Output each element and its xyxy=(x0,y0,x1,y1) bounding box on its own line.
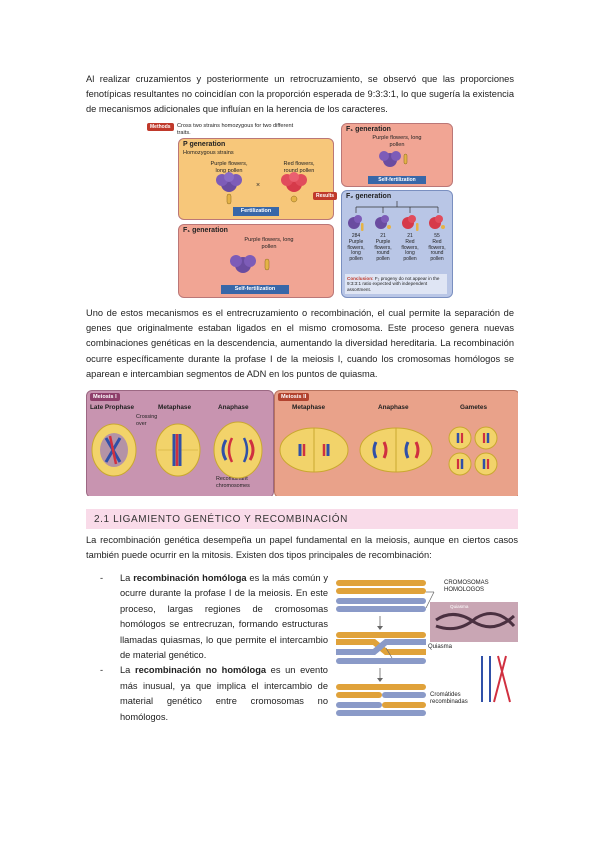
quiasma-label: Quiasma xyxy=(428,644,453,650)
purple-flower-icon xyxy=(375,215,389,229)
f1-generation-box-left: F₁ generation Purple flowers, long polle… xyxy=(178,224,334,298)
conclusion-text: F₂ progeny do not appear in the 9:3:3:1 … xyxy=(347,276,440,292)
meiosis-cells-art xyxy=(91,421,498,479)
crossing-over-label: Crossing over xyxy=(136,414,158,427)
list-item: -La recombinación no homóloga es un even… xyxy=(100,665,328,722)
purple-flower-icon xyxy=(379,151,401,167)
f1-title-left: F₁ generation xyxy=(183,227,228,234)
anaphase-1-label: Anaphase xyxy=(218,404,249,411)
metaphase-2-label: Metaphase xyxy=(292,404,326,411)
p-left-label: Purple flowers, long pollen xyxy=(210,161,248,174)
chromosome-bars-art xyxy=(336,580,518,716)
meiosis-1-tag: Meiosis I xyxy=(90,393,120,401)
recombination-types-paragraph: La recombinación genética desempeña un p… xyxy=(86,535,518,561)
late-prophase-label: Late Prophase xyxy=(90,404,135,411)
mendel-cross-figure: Methods Cross two strains homozygous for… xyxy=(145,120,457,302)
purple-flower-icon xyxy=(348,215,362,229)
conclusion-label: Conclusion: xyxy=(347,276,374,281)
methods-text: Cross two strains homozygous for two dif… xyxy=(177,123,294,136)
intro-paragraph: Al realizar cruzamientos y posteriorment… xyxy=(86,74,514,115)
section-title: 2.1 LIGAMIENTO GENÉTICO Y RECOMBINACIÓN xyxy=(94,514,349,525)
recombination-paragraph: Uno de estos mecanismos es el entrecruza… xyxy=(86,308,514,379)
homologous-recombination-figure: CROMOSOMAS HOMOLOGOS Quiasma Quiasma Cro… xyxy=(334,574,519,724)
self-fertilization-banner-left: Self-fertilization xyxy=(221,285,289,294)
red-flower-icon xyxy=(281,172,307,192)
cromosomas-homologos-label: CROMOSOMAS HOMOLOGOS xyxy=(444,580,489,593)
methods-tag: Methods xyxy=(147,123,174,131)
conclusion-box: Conclusion: F₂ progeny do not appear in … xyxy=(345,274,447,294)
purple-flower-icon xyxy=(230,255,256,273)
f1-text-left: Purple flowers, long pollen xyxy=(244,237,294,250)
cross-symbol: × xyxy=(256,182,260,189)
p-generation-subtitle: Homozygous strains xyxy=(183,150,234,156)
list-item: -La recombinación homóloga es la más com… xyxy=(100,573,328,661)
red-flower-icon xyxy=(402,215,416,229)
section-header: 2.1 LIGAMIENTO GENÉTICO Y RECOMBINACIÓN xyxy=(86,509,518,529)
f2-title: F₂ generation xyxy=(346,193,392,200)
fertilization-banner: Fertilization xyxy=(233,207,279,216)
quiasma-photo-label: Quiasma xyxy=(450,604,469,609)
f1-flower-art-right xyxy=(379,151,408,167)
f1-title-right: F₁ generation xyxy=(346,126,391,133)
gametes-label: Gametes xyxy=(460,404,487,411)
cromatides-recombinadas-label: Cromátides recombinadas xyxy=(430,692,468,705)
f1-text-right: Purple flowers, long pollen xyxy=(372,135,422,148)
meiosis-2-tag: Meiosis II xyxy=(278,393,310,401)
meiosis-figure: Meiosis I Meiosis II Late Prophase Metap… xyxy=(86,390,518,496)
f1-flower-art-left xyxy=(230,255,270,273)
recombinant-label: Recombinant chromosomes xyxy=(216,476,250,489)
f2-branch-art xyxy=(348,201,445,231)
results-tag: Results xyxy=(313,192,338,200)
f1-generation-box-right: F₁ generation Purple flowers, long polle… xyxy=(341,123,453,187)
p-right-label: Red flowers, round pollen xyxy=(283,161,315,174)
red-flower-icon xyxy=(429,215,443,229)
purple-flower-icon xyxy=(216,172,242,192)
p-generation-box: P generation Homozygous strains Purple f… xyxy=(178,138,334,220)
self-fertilization-banner-right: Self-fertilization xyxy=(368,176,426,184)
p-generation-title: P generation xyxy=(183,141,226,148)
p-flowers-art: × xyxy=(216,172,307,205)
anaphase-2-label: Anaphase xyxy=(378,404,409,411)
metaphase-1-label: Metaphase xyxy=(158,404,192,411)
recombination-types-list: -La recombinación homóloga es la más com… xyxy=(86,571,328,725)
